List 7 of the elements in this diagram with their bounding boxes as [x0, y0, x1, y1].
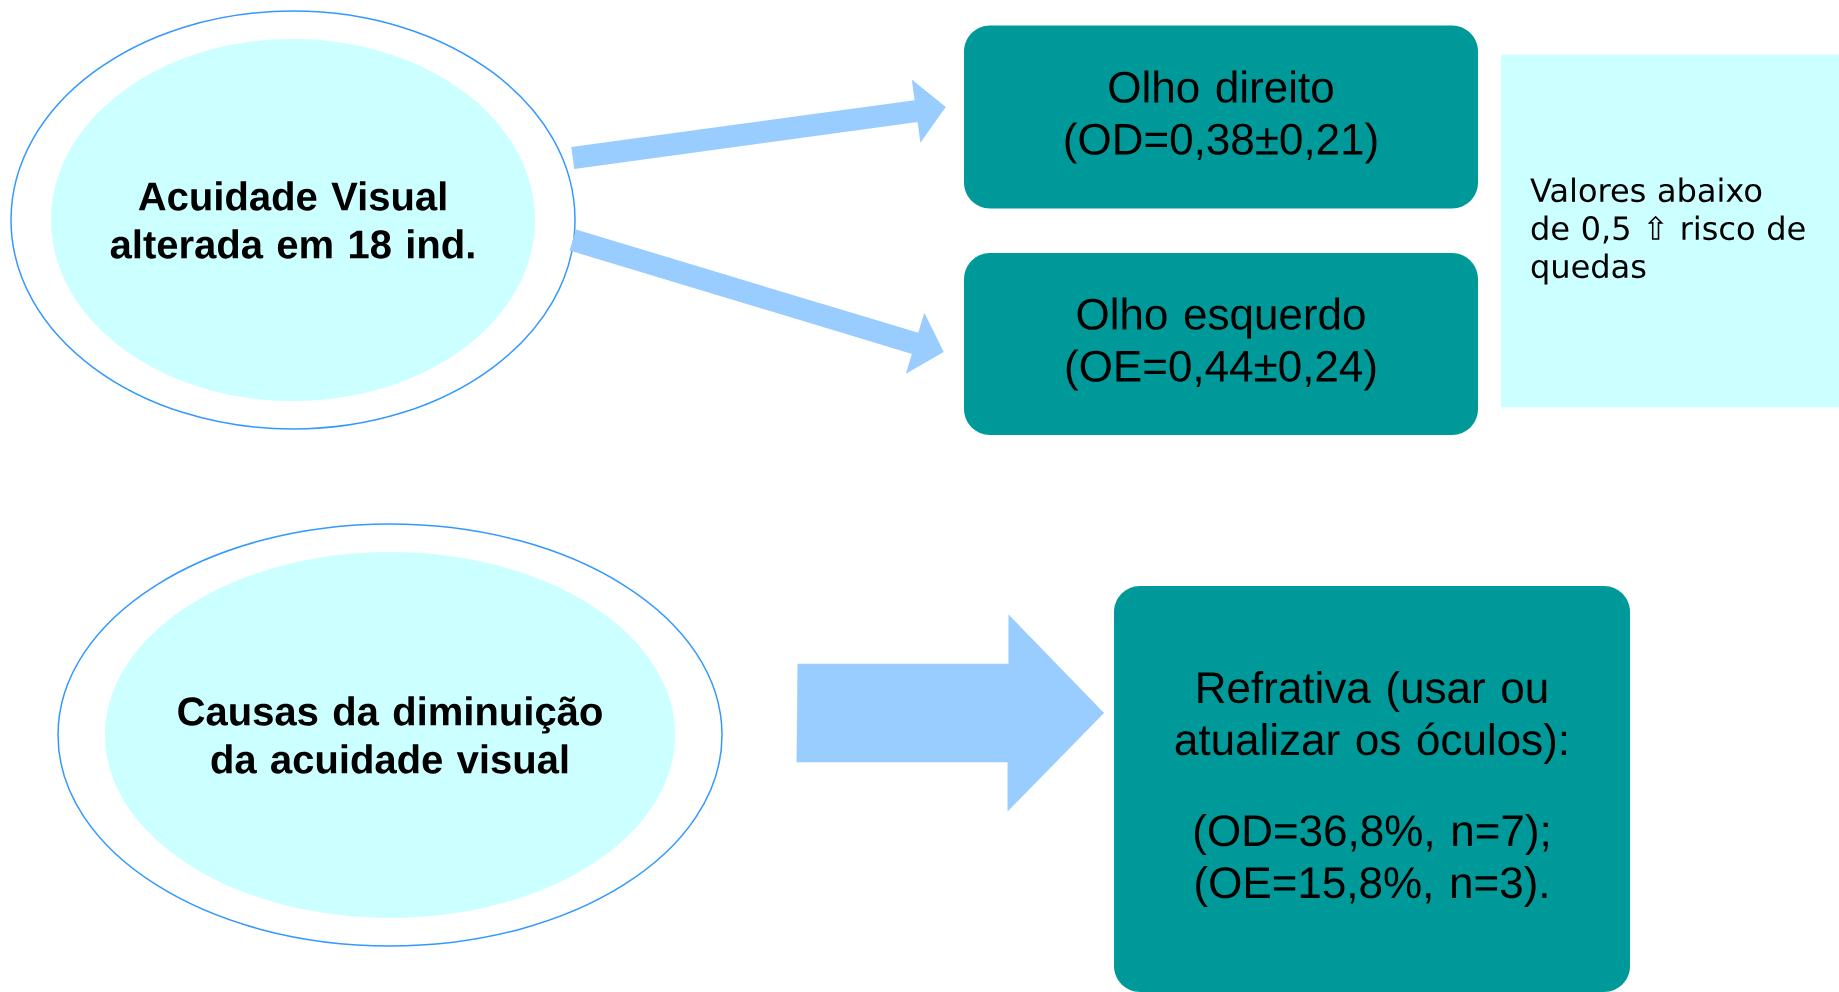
- rounded-box: Olho esquerdo (OE=0,44±0,24): [964, 253, 1478, 435]
- ellipse-node: Acuidade Visual alterada em 18 ind.: [10, 10, 576, 430]
- note-box: Valores abaixo de 0,5 ⇧ risco de quedas: [1501, 54, 1839, 408]
- ellipse-node: Causas da diminuição da acuidade visual: [57, 523, 723, 947]
- rounded-box: Refrativa (usar ou atualizar os óculos): (OD=36,8%, n=7); (OE=15,8%, n=3).: [1114, 586, 1630, 992]
- rounded-box: Olho direito (OD=0,38±0,21): [964, 25, 1478, 209]
- block-arrow: [796, 614, 1105, 812]
